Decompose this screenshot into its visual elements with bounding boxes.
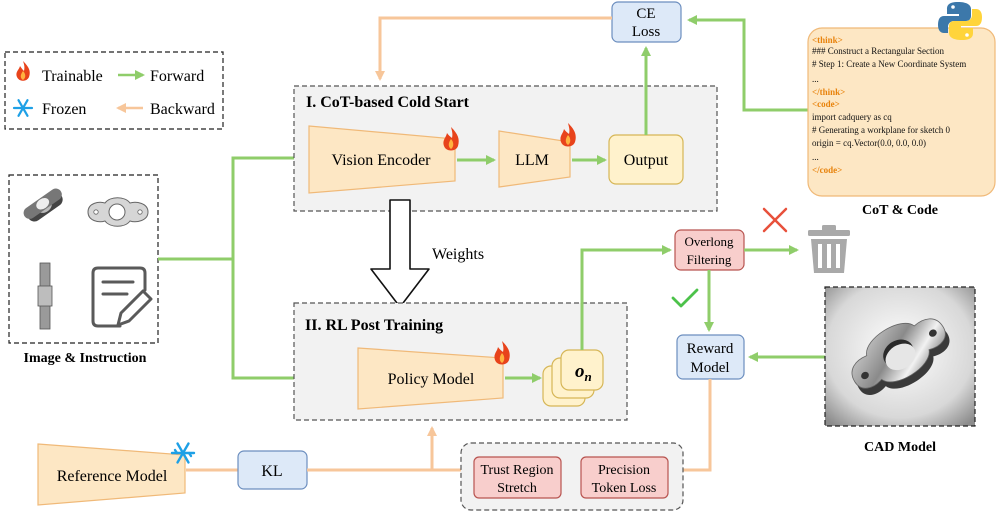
llm-label: LLM [515,152,549,169]
stage2-title: II. RL Post Training [305,317,443,334]
flame-icon [443,127,459,151]
svg-text:on: on [575,361,592,384]
reward-line1: Reward [687,341,734,357]
weights-transfer-arrow [370,199,430,308]
code-line: ... [812,74,819,84]
sampled-outputs-stack: on [542,349,604,407]
legend-backward-label: Backward [150,101,215,118]
cad-part-render-icon [851,318,950,395]
overlong-filtering-block: Overlong Filtering [674,229,745,271]
code-line: # Step 1: Create a New Coordinate System [812,59,967,69]
reward-model-block: Reward Model [676,334,745,380]
code-line: ### Construct a Rectangular Section [812,46,944,56]
cad-model-panel: CAD Model [824,286,976,455]
ce-loss-line2: Loss [632,24,661,40]
precision-token-line2: Token Loss [592,481,657,496]
code-line: </code> [812,165,843,175]
flame-icon [16,61,30,81]
snowflake-icon [170,442,196,464]
legend: Trainable Forward Frozen Backward [4,51,224,130]
reference-model-block: Reference Model [37,443,186,506]
rl-backward-arrows [307,379,712,472]
ce-loss-block: CE Loss [611,1,682,43]
precision-token-line1: Precision [598,463,650,478]
kl-block: KL [237,450,308,490]
code-line: <think> [812,35,843,45]
flame-icon [560,123,576,147]
cot-code-text: <think> ### Construct a Rectangular Sect… [812,34,992,190]
legend-frozen-label: Frozen [42,101,86,118]
code-line: <code> [812,99,840,109]
outputs-to-filter-arrow [580,245,672,350]
llm-block: LLM [498,130,571,188]
python-logo-icon [938,2,982,40]
weights-label: Weights [432,246,484,263]
overlong-line1: Overlong [684,234,734,249]
input-caption: Image & Instruction [24,351,147,366]
part-view-side-icon [37,262,53,330]
input-panel: Image & Instruction [8,174,159,366]
legend-forward-label: Forward [150,68,204,85]
code-line: # Generating a workplane for sketch 0 [812,125,950,135]
legend-trainable-label: Trainable [42,68,103,85]
output-symbol: o [575,361,585,382]
output-subscript: n [585,369,592,384]
trust-region-line1: Trust Region [480,463,553,478]
ce-loss-line1: CE [636,6,655,22]
stage2-panel: II. RL Post Training Policy Model on [293,302,628,421]
cot-code-caption: CoT & Code [862,203,938,218]
kl-label: KL [261,463,282,480]
overlong-line2: Filtering [687,252,732,267]
trash-icon [808,225,850,273]
trust-region-line2: Stretch [497,481,537,496]
policy-model-label: Policy Model [388,371,475,388]
output-block: Output [608,134,684,185]
vision-encoder-block: Vision Encoder [308,125,456,194]
instruction-document-icon [91,266,153,328]
stage1-panel: I. CoT-based Cold Start Vision Encoder L… [293,85,718,212]
code-line: import cadquery as cq [812,112,892,122]
ce-loss-backward-arrow [375,16,612,81]
code-line: </think> [812,87,846,97]
green-check-icon [671,288,699,308]
snowflake-icon [12,99,34,117]
trust-region-block: Trust Region Stretch [473,456,562,499]
red-cross-icon [762,207,788,233]
stage1-title: I. CoT-based Cold Start [306,94,470,111]
reward-line2: Model [690,360,729,376]
output-label: Output [624,152,669,169]
policy-model-block: Policy Model [357,347,504,410]
cot-code-panel: CoT & Code [807,27,996,218]
precision-token-block: Precision Token Loss [580,456,669,499]
part-view-top-icon [87,197,149,227]
reference-model-label: Reference Model [57,468,168,485]
cot-to-ce-loss-arrow [687,15,808,112]
code-line: ... [812,152,819,162]
part-view-iso-icon [23,188,63,222]
vision-encoder-label: Vision Encoder [331,152,431,169]
code-line: origin = cq.Vector(0.0, 0.0, 0.0) [812,138,927,148]
cad-model-caption: CAD Model [864,440,936,455]
flame-icon [494,341,510,365]
rl-loss-group: Trust Region Stretch Precision Token Los… [460,442,684,511]
